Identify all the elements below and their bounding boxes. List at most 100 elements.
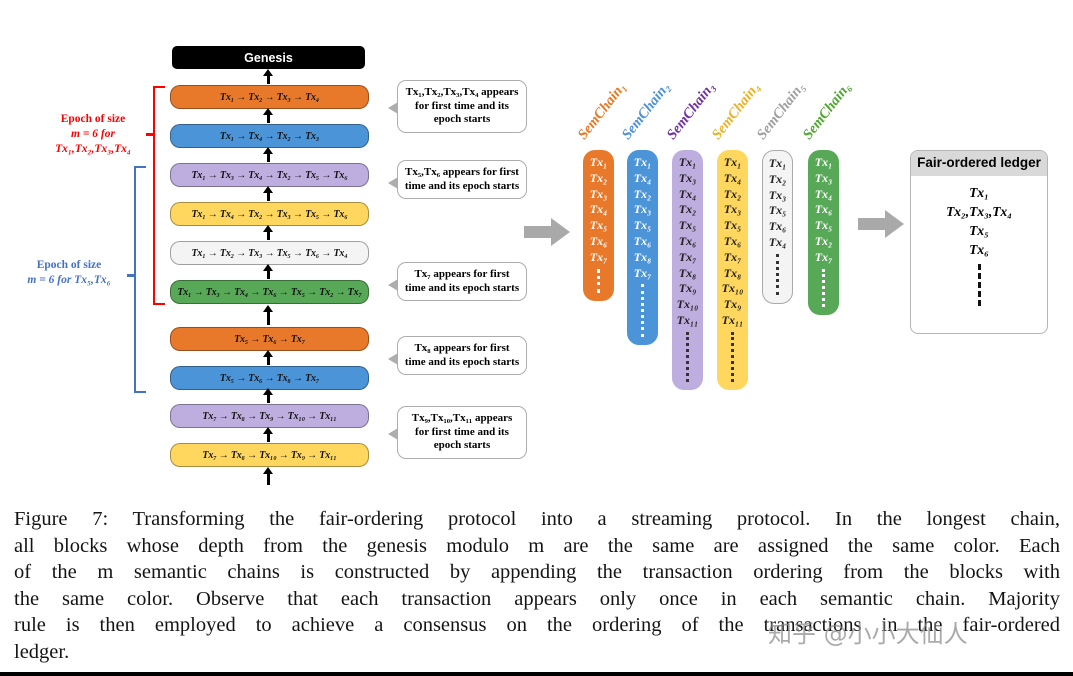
chain-up-arrow-icon [261,69,275,84]
epoch-bracket-red-tick [146,133,154,136]
sem-chain-entry: Tx₁₀ [676,297,699,312]
sem-chain-entry: Tx₅ [589,218,608,233]
sem-chain-entry: Tx₁₁ [721,312,744,327]
caption-line: Figure 7: Transforming the fair-ordering… [14,508,1060,530]
sem-chain-entry: Tx₆ [589,233,608,248]
sem-chain-entry: Tx₉ [723,297,742,312]
sem-chain-entry: Tx₁ [678,155,697,169]
epoch-label-blue: Epoch of size m = 6 for Tx₅,Tx₆ [8,258,130,288]
chain-block-purple-2: Tx₇ → Tx₈ → Tx₉ → Tx₁₀ → Tx₁₁ [170,404,369,428]
chain-up-arrow-icon [261,350,275,365]
chain-up-arrow-icon [261,147,275,162]
caption-line: of the m semantic chains is constructed … [14,561,1060,583]
sem-chain-entry: Tx₄ [814,186,833,201]
sem-chain-entry: Tx₅ [723,218,742,233]
sem-chain-entry: Tx₂ [678,202,697,217]
chain-block-orange-1: Tx₁ → Tx₂ → Tx₃ → Tx₄ [170,85,369,109]
continuation-dots-icon [822,268,825,307]
figure-caption: Figure 7: Transforming the fair-ordering… [14,506,1060,665]
chain-block-yellow-2: Tx₇ → Tx₈ → Tx₁₀ → Tx₉ → Tx₁₁ [170,443,369,467]
continuation-dots-icon [776,253,779,295]
watermark-text: 知乎 @小小大仙人 [768,620,968,648]
sem-chain-entry: Tx₆ [678,233,697,248]
flow-arrow-icon [524,218,570,246]
sem-chain-entry: Tx₁ [633,155,652,169]
epoch-bracket-blue [134,166,146,393]
flow-arrow-icon [858,210,904,238]
sem-chain-entry: Tx₂ [589,170,608,185]
chain-block-white: Tx₁ → Tx₂ → Tx₃ → Tx₅ → Tx₆ → Tx₄ [170,241,369,265]
chain-block-blue-2: Tx₅ → Tx₆ → Tx₈ → Tx₇ [170,366,369,390]
sem-chain-entry: Tx₇ [589,249,608,264]
bottom-rule [0,672,1073,676]
sem-chain-entry: Tx₄ [678,186,697,201]
sem-chain-entry: Tx₇ [723,249,742,264]
caption-line: ledger. [14,640,70,663]
caption-line: all blocks whose depth from the genesis … [14,534,1060,557]
callout-epoch-tx9-tx11: Tx₉,Tx₁₀,Tx₁₁ appears for first time and… [388,406,527,459]
ledger-entry: Tx₁ [969,185,989,200]
epoch-blue-line-1: Epoch of size [36,259,102,271]
sem-chain-entry: Tx₃ [633,202,652,217]
chain-up-arrow-icon [261,388,275,403]
chain-up-arrow-icon [261,108,275,123]
epoch-red-line-1: Epoch of size [60,113,126,125]
ledger-entry: Tx₅ [969,223,989,238]
sem-chain-entry: Tx₆ [723,233,742,248]
sem-chain-entry: Tx₃ [589,186,608,201]
sem-chain-entry: Tx₁ [723,155,742,169]
chain-up-arrow-icon [261,427,275,442]
sem-chain-entry: Tx₉ [678,281,697,296]
continuation-dots-icon [597,268,600,293]
epoch-bracket-blue-tick [127,274,135,277]
ledger-continuation-dashes-icon [977,264,981,306]
sem-chain-entry: Tx₅ [678,218,697,233]
sem-chain-entry: Tx₄ [768,234,787,249]
sem-chain-entry: Tx₂ [723,186,742,201]
sem-chain-entry: Tx₄ [589,202,608,217]
callout-epoch-tx5-tx6: Tx₅,Tx₆ appears for first time and its e… [388,160,527,199]
caption-line: rule is then employed to achieve a conse… [14,614,1060,636]
callout-epoch-tx8: Tx₈ appears for first time and its epoch… [388,336,527,375]
sem-chain-entry: Tx₆ [814,202,833,217]
sem-chain-entry: Tx₅ [633,218,652,233]
sem-chain-entry: Tx₁ [814,155,833,169]
sem-chain-entry: Tx₂ [814,233,833,248]
ledger-entry: Tx₆ [969,242,989,257]
chain-up-arrow-icon [261,467,275,485]
chain-up-arrow-icon [261,225,275,240]
epoch-bracket-red [153,86,165,305]
fair-ordered-ledger: Fair-ordered ledger Tx₁ Tx₂,Tx₃,Tx₄ Tx₅ Tx₆ [910,150,1048,334]
chain-up-arrow-icon [261,305,275,325]
sem-chain-entry: Tx₆ [768,219,787,234]
chain-block-blue-1: Tx₁ → Tx₄ → Tx₂ → Tx₃ [170,124,369,148]
chain-block-purple-1: Tx₁ → Tx₃ → Tx₄ → Tx₂ → Tx₅ → Tx₆ [170,163,369,187]
epoch-blue-line-2: m = 6 for Tx₅,Tx₆ [27,274,111,286]
continuation-dots-icon [731,331,734,382]
sem-chain-entry: Tx₃ [814,170,833,185]
sem-chain-entry: Tx₂ [633,186,652,201]
sem-chain-entry: Tx₅ [768,203,787,218]
callout-epoch-tx1-tx4: Tx₁,Tx₂,Tx₃,Tx₄ appears for first time a… [388,80,527,133]
sem-chain-entry: Tx₈ [723,265,742,280]
sem-chain-entry: Tx₄ [723,170,742,185]
sem-chain-entry: Tx₃ [723,202,742,217]
ledger-title: Fair-ordered ledger [911,151,1047,176]
chain-block-yellow-1: Tx₁ → Tx₄ → Tx₂ → Tx₃ → Tx₅ → Tx₆ [170,202,369,226]
epoch-red-line-3: Tx₁,Tx₂,Tx₃,Tx₄ [55,143,131,155]
sem-chain-entry: Tx₃ [768,187,787,202]
sem-chain-entry: Tx₈ [678,265,697,280]
continuation-dots-icon [641,284,644,337]
sem-chain-entry: Tx₂ [768,171,787,186]
sem-chain-entry: Tx₁ [768,156,787,170]
sem-chain-entry: Tx₃ [678,170,697,185]
sem-chain-entry: Tx₁₁ [676,312,699,327]
ledger-entry: Tx₂,Tx₃,Tx₄ [946,204,1012,219]
sem-chain-entry: Tx₇ [633,265,652,280]
